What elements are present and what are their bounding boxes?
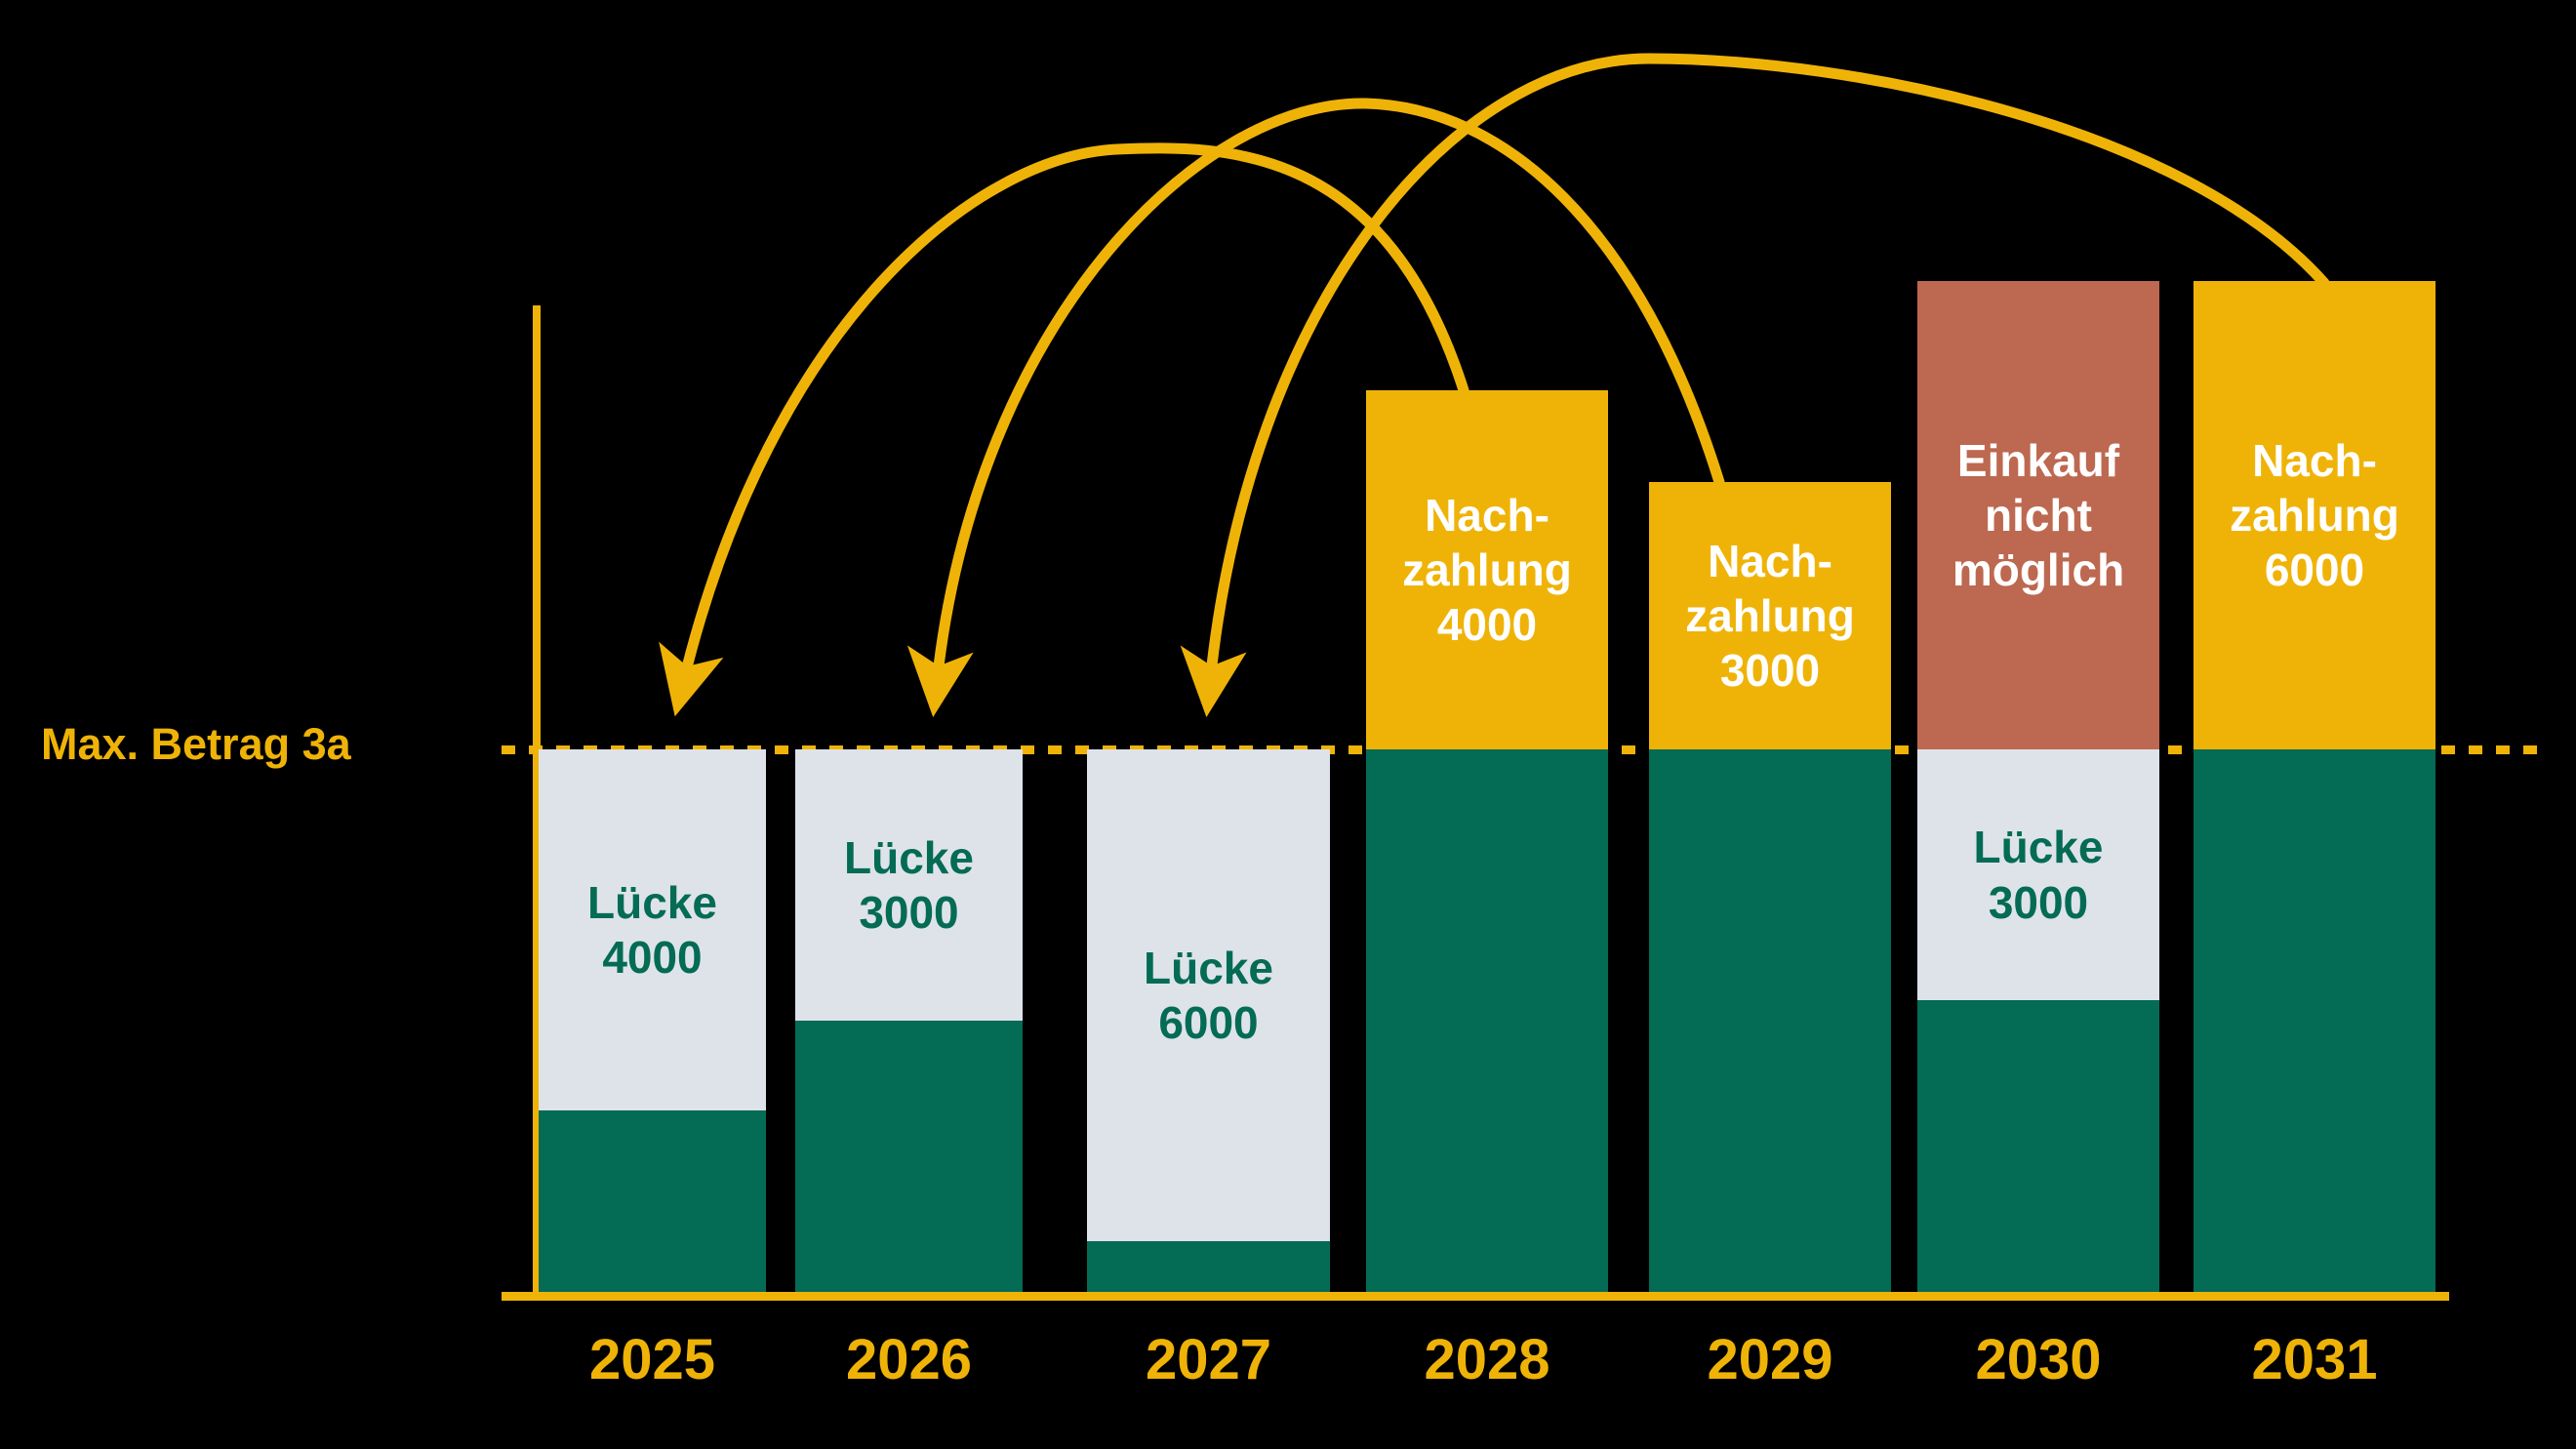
bar-2031-filled-segment (2194, 749, 2435, 1292)
arrow-2031-to-2027 (1180, 53, 2330, 718)
bar-2028[interactable]: Nach- zahlung 4000 (1366, 390, 1608, 1292)
bar-2025[interactable]: Lücke 4000 (539, 749, 766, 1292)
bar-2029-nachzahlung-value: 3000 (1719, 645, 1821, 697)
bar-2030-gap-value: 3000 (1988, 876, 2089, 928)
bar-2028-nachzahlung-line1: Nach- (1425, 489, 1550, 541)
bar-2031-nachzahlung-segment: Nach- zahlung 6000 (2194, 281, 2435, 749)
bar-2031[interactable]: Nach- zahlung 6000 (2194, 281, 2435, 1292)
x-axis-label-2027: 2027 (1145, 1328, 1272, 1391)
bar-2030-gap-label: Lücke (1973, 822, 2104, 873)
max-betrag-label: Max. Betrag 3a (41, 719, 351, 769)
y-axis-line (533, 305, 541, 1297)
x-axis-label-2026: 2026 (845, 1328, 973, 1391)
bar-2026[interactable]: Lücke 3000 (795, 749, 1023, 1292)
x-axis-line (502, 1292, 2449, 1301)
bar-2026-gap-segment: Lücke 3000 (795, 749, 1023, 1021)
bar-2031-nachzahlung-value: 6000 (2264, 544, 2365, 596)
bar-2030-nicht-moeglich-line2: nicht (1985, 489, 2092, 541)
bar-2026-filled-segment (795, 1021, 1023, 1292)
bar-2031-nachzahlung-line2: zahlung (2230, 489, 2399, 541)
x-axis-label-2028: 2028 (1424, 1328, 1550, 1391)
bar-2029-nachzahlung-line2: zahlung (1685, 589, 1855, 641)
bar-2028-nachzahlung-segment: Nach- zahlung 4000 (1366, 390, 1608, 749)
bar-2030[interactable]: Einkauf nicht möglich Lücke 3000 (1917, 281, 2159, 1292)
x-axis-label-2031: 2031 (2251, 1328, 2378, 1391)
x-axis-label-2025: 2025 (588, 1328, 716, 1391)
bar-2028-nachzahlung-value: 4000 (1436, 599, 1538, 651)
bar-2027-gap-segment: Lücke 6000 (1087, 749, 1330, 1241)
bar-2027-gap-label: Lücke (1144, 942, 1273, 993)
bar-2028-nachzahlung-line2: zahlung (1402, 543, 1572, 595)
bar-2029-nachzahlung-segment: Nach- zahlung 3000 (1649, 482, 1891, 749)
bar-2030-nicht-moeglich-line1: Einkauf (1956, 434, 2120, 486)
x-axis-label-2030: 2030 (1975, 1328, 2102, 1391)
bar-2028-filled-segment (1366, 749, 1608, 1292)
bar-2026-gap-label: Lücke (844, 831, 974, 883)
arrow-2028-to-2025 (659, 142, 1469, 717)
bar-2030-gap-segment: Lücke 3000 (1917, 749, 2159, 1000)
bar-2030-filled-segment (1917, 1000, 2159, 1292)
bar-2030-nicht-moeglich-line3: möglich (1952, 544, 2125, 596)
bar-2025-gap-segment: Lücke 4000 (539, 749, 766, 1110)
bar-2026-gap-value: 3000 (859, 887, 959, 938)
x-axis-label-2029: 2029 (1707, 1328, 1833, 1391)
bar-2025-gap-label: Lücke (587, 876, 717, 928)
bar-2027-filled-segment (1087, 1241, 1330, 1292)
bar-2029[interactable]: Nach- zahlung 3000 (1649, 482, 1891, 1292)
bar-2025-filled-segment (539, 1110, 766, 1292)
bar-2030-nicht-moeglich-segment: Einkauf nicht möglich (1917, 281, 2159, 749)
bar-2025-gap-value: 4000 (602, 932, 703, 983)
bar-2027-gap-value: 6000 (1158, 997, 1259, 1048)
bar-2029-nachzahlung-line1: Nach- (1708, 535, 1832, 586)
bar-2029-filled-segment (1649, 749, 1891, 1292)
bar-2031-nachzahlung-line1: Nach- (2252, 434, 2377, 486)
bar-2027[interactable]: Lücke 6000 (1087, 749, 1330, 1292)
arrow-2029-to-2026 (906, 98, 1725, 717)
